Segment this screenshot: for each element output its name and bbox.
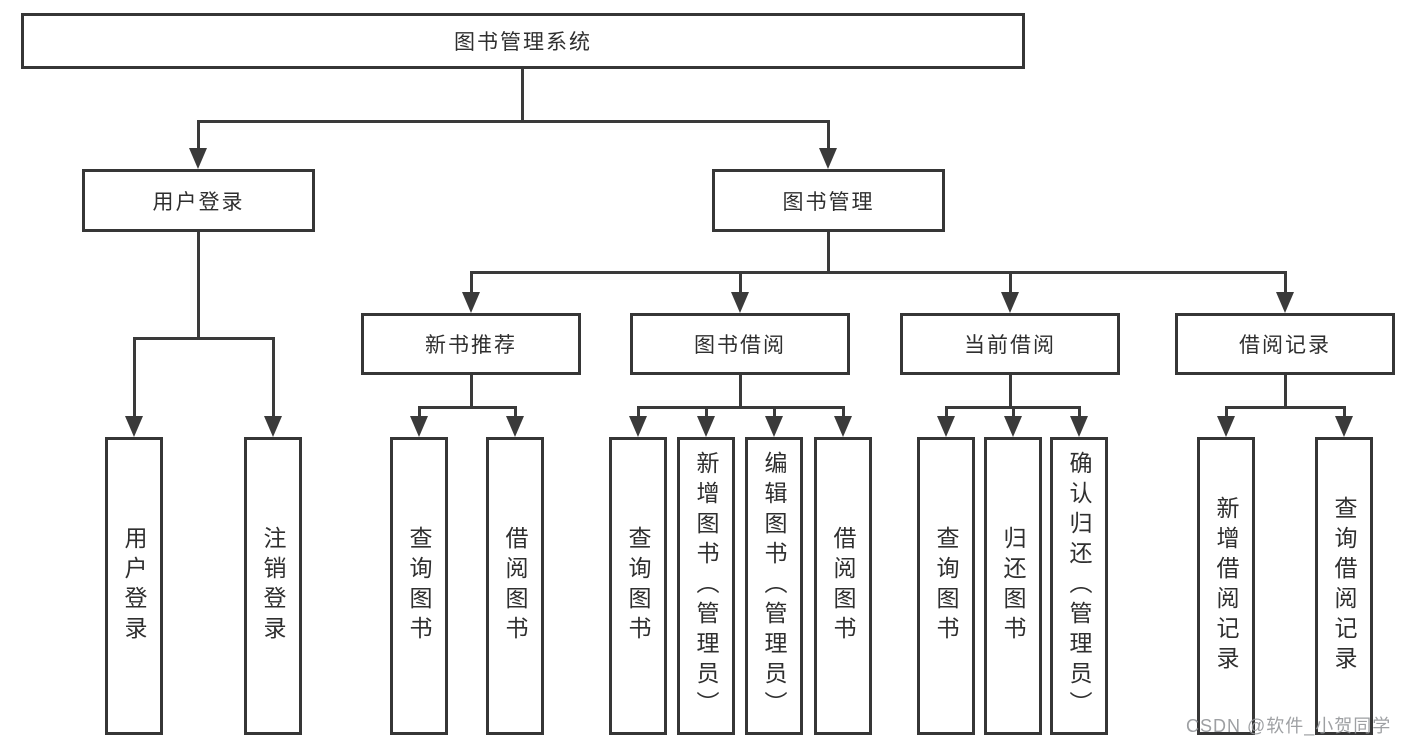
arrow-down-icon (697, 416, 715, 437)
arrow-down-icon (462, 292, 480, 313)
connector-line (514, 406, 517, 417)
arrow-down-icon (506, 416, 524, 437)
connector-line (418, 406, 421, 417)
arrow-down-icon (1070, 416, 1088, 437)
node-current-borrow: 当前借阅 (900, 313, 1120, 375)
connector-line (133, 337, 275, 340)
connector-line (1284, 375, 1287, 406)
node-borrow-records: 借阅记录 (1175, 313, 1395, 375)
leaf-borrow-book-newrec: 借阅图书 (486, 437, 544, 735)
leaf-edit-book-admin: 编辑图书（管理员） (745, 437, 803, 735)
arrow-down-icon (1335, 416, 1353, 437)
leaf-add-borrow-record: 新增借阅记录 (1197, 437, 1255, 735)
connector-line (739, 375, 742, 406)
connector-line (827, 120, 830, 150)
connector-line (1009, 375, 1012, 406)
connector-line (1009, 271, 1012, 293)
arrow-down-icon (731, 292, 749, 313)
leaf-return-book: 归还图书 (984, 437, 1042, 735)
connector-line (1225, 406, 1228, 417)
connector-line (773, 406, 776, 417)
node-user-login: 用户登录 (82, 169, 315, 232)
connector-line (637, 406, 845, 409)
connector-line (197, 120, 200, 150)
connector-line (1078, 406, 1081, 417)
leaf-query-borrow-record: 查询借阅记录 (1315, 437, 1373, 735)
connector-line (945, 406, 1081, 409)
arrow-down-icon (125, 416, 143, 437)
arrow-down-icon (1217, 416, 1235, 437)
leaf-query-book-current: 查询图书 (917, 437, 975, 735)
leaf-user-login: 用户登录 (105, 437, 163, 735)
node-book-management: 图书管理 (712, 169, 945, 232)
connector-line (197, 232, 200, 337)
arrow-down-icon (1004, 416, 1022, 437)
connector-line (827, 232, 830, 271)
connector-line (945, 406, 948, 417)
connector-line (842, 406, 845, 417)
leaf-borrow-book-borrow: 借阅图书 (814, 437, 872, 735)
connector-line (133, 337, 136, 417)
node-root: 图书管理系统 (21, 13, 1025, 69)
arrow-down-icon (264, 416, 282, 437)
connector-line (470, 271, 473, 293)
leaf-add-book-admin: 新增图书（管理员） (677, 437, 735, 735)
node-book-borrow: 图书借阅 (630, 313, 850, 375)
arrow-down-icon (1001, 292, 1019, 313)
node-new-book-recommend: 新书推荐 (361, 313, 581, 375)
connector-line (1284, 271, 1287, 293)
arrow-down-icon (410, 416, 428, 437)
connector-line (470, 375, 473, 406)
connector-line (637, 406, 640, 417)
connector-line (739, 271, 742, 293)
csdn-watermark: CSDN @软件_小贺同学 (1186, 716, 1392, 736)
arrow-down-icon (834, 416, 852, 437)
arrow-down-icon (937, 416, 955, 437)
connector-line (1225, 406, 1345, 409)
connector-line (197, 120, 830, 123)
connector-line (272, 337, 275, 417)
leaf-query-book-newrec: 查询图书 (390, 437, 448, 735)
connector-line (1343, 406, 1346, 417)
connector-line (1012, 406, 1015, 417)
arrow-down-icon (189, 148, 207, 169)
leaf-logout: 注销登录 (244, 437, 302, 735)
arrow-down-icon (819, 148, 837, 169)
arrow-down-icon (765, 416, 783, 437)
connector-line (418, 406, 517, 409)
connector-line (705, 406, 708, 417)
leaf-confirm-return-admin: 确认归还（管理员） (1050, 437, 1108, 735)
leaf-query-book-borrow: 查询图书 (609, 437, 667, 735)
arrow-down-icon (1276, 292, 1294, 313)
connector-line (470, 271, 1287, 274)
arrow-down-icon (629, 416, 647, 437)
connector-line (521, 69, 524, 120)
